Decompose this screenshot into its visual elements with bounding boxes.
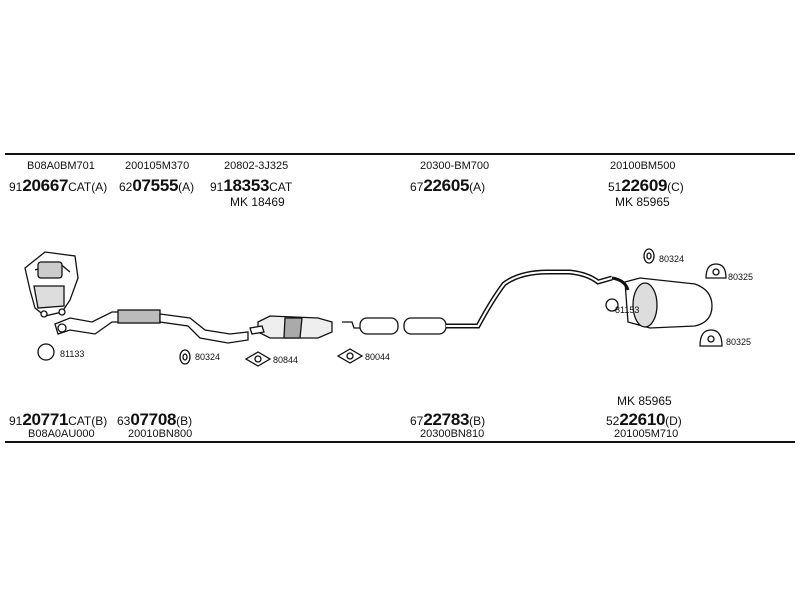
part-suffix: (B) [176, 414, 193, 428]
top-part-3: 9118353CAT [210, 177, 292, 194]
hardware-label-80325-rear: 80325 [726, 337, 752, 347]
bottom-code-4: 201005M710 [614, 428, 679, 440]
top-code-5: 20100BM500 [610, 160, 676, 172]
part-prefix: 91 [9, 414, 23, 428]
hardware-label-80044: 80044 [365, 352, 391, 362]
rear-muffler [605, 276, 713, 329]
bottom-mk: MK 85965 [617, 394, 672, 408]
bottom-code-2: 20010BN800 [128, 428, 193, 440]
part-suffix: (D) [665, 414, 682, 428]
part-suffix: (C) [667, 180, 684, 194]
flange-gasket-icon-2 [336, 348, 364, 364]
top-mk-2: MK 85965 [615, 195, 670, 209]
part-suffix: (A) [178, 180, 195, 194]
top-part-2: 6207555(A) [119, 177, 194, 194]
part-prefix: 91 [9, 180, 23, 194]
part-suffix: CAT [269, 180, 293, 194]
top-mk-1: MK 18469 [230, 195, 285, 209]
part-number: 22609 [621, 176, 668, 195]
top-code-3: 20802-3J325 [224, 160, 289, 172]
part-prefix: 67 [410, 180, 424, 194]
part-suffix: CAT(B) [68, 414, 108, 428]
hardware-label-81153: 81153 [615, 305, 640, 315]
top-part-5: 5122609(C) [608, 177, 684, 194]
gasket-ring-icon [37, 343, 55, 361]
part-number: 07708 [130, 410, 177, 429]
part-suffix: CAT(A) [68, 180, 108, 194]
catalytic-converter-front [24, 251, 79, 318]
top-part-1: 9120667CAT(A) [9, 177, 107, 194]
rubber-mount-icon-2 [699, 329, 723, 347]
hardware-label-81133: 81133 [60, 349, 85, 359]
bolt-icon [179, 349, 191, 365]
bottom-part-4: 5222610(D) [606, 411, 682, 428]
top-divider [5, 153, 795, 155]
bolt-icon-2 [643, 248, 655, 264]
bottom-code-3: 20300BN810 [420, 428, 485, 440]
part-prefix: 63 [117, 414, 131, 428]
part-prefix: 51 [608, 180, 622, 194]
hardware-label-80324: 80324 [195, 352, 221, 362]
bottom-part-1: 9120771CAT(B) [9, 411, 107, 428]
catalytic-converter-center [249, 315, 333, 339]
part-prefix: 62 [119, 180, 133, 194]
bottom-part-3: 6722783(B) [410, 411, 485, 428]
top-part-4: 6722605(A) [410, 177, 485, 194]
front-pipe [54, 309, 249, 344]
rubber-mount-icon [705, 263, 727, 279]
bottom-part-2: 6307708(B) [117, 411, 192, 428]
top-code-2: 200105M370 [125, 160, 190, 172]
part-number: 22605 [423, 176, 470, 195]
hardware-label-80324-rear: 80324 [659, 254, 685, 264]
flange-gasket-icon [244, 351, 272, 367]
top-code-1: B08A0BM701 [27, 160, 95, 172]
bottom-divider [5, 441, 795, 443]
part-number: 20667 [22, 176, 69, 195]
bottom-code-1: B08A0AU000 [28, 428, 95, 440]
top-code-4: 20300-BM700 [420, 160, 490, 172]
middle-silencer [342, 269, 613, 335]
part-prefix: 91 [210, 180, 224, 194]
part-suffix: (A) [469, 180, 486, 194]
hardware-label-80325: 80325 [728, 272, 754, 282]
part-number: 22783 [423, 410, 470, 429]
part-number: 18353 [223, 176, 270, 195]
part-number: 22610 [619, 410, 666, 429]
part-number: 07555 [132, 176, 179, 195]
part-number: 20771 [22, 410, 69, 429]
part-suffix: (B) [469, 414, 486, 428]
part-prefix: 67 [410, 414, 424, 428]
part-prefix: 52 [606, 414, 620, 428]
hardware-label-80844: 80844 [273, 355, 299, 365]
